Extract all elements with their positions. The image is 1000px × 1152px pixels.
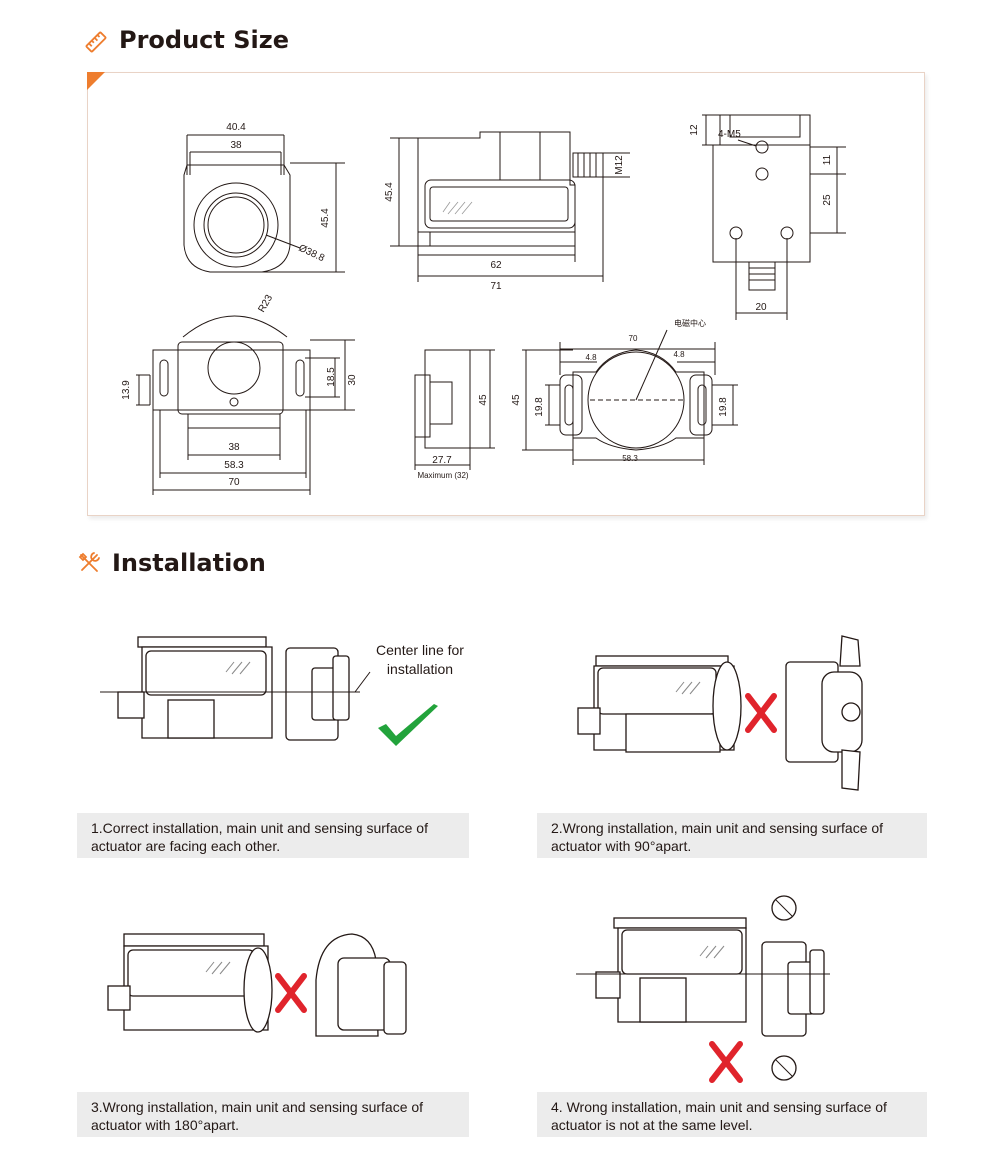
wrong-cross-icon-2 (745, 693, 777, 733)
caption-2: 2.Wrong installation, main unit and sens… (537, 813, 927, 858)
dim-actuator-radius: R23 (256, 293, 275, 315)
center-line-label-line2: installation (386, 661, 454, 677)
dim-side-thread: M12 (614, 155, 625, 175)
caption-1-line1: 1.Correct installation, main unit and se… (91, 820, 428, 836)
dim-side-body-length: 62 (490, 260, 502, 271)
dim-front-diameter: Ø38.8 (297, 243, 327, 265)
scene-3-wrong-180 (107, 933, 407, 1037)
dim-actuator-w-mid: 58.3 (224, 460, 244, 471)
dim-top-connector-width: 20 (755, 302, 767, 313)
installation-illustrations (100, 635, 863, 1083)
dim-front-width-outer: 40.4 (226, 122, 246, 133)
ruler-icon (85, 31, 107, 53)
dim-side-total-length: 71 (490, 281, 502, 292)
dim-actuator-top-left-slot: 19.8 (534, 397, 545, 417)
correct-check-icon (378, 704, 438, 746)
dim-top-holes: 4-M5 (718, 129, 741, 140)
caption-2-line1: 2.Wrong installation, main unit and sens… (551, 820, 884, 836)
dim-actuator-left-height: 13.9 (121, 380, 132, 400)
top-view-drawing (702, 114, 846, 320)
dim-top-hole-gap-small: 11 (822, 154, 833, 165)
dim-actuator-top-bottom: 58.3 (622, 454, 638, 463)
dim-actuator-side-depth: 27.7 (432, 455, 452, 466)
dim-top-offset: 12 (689, 124, 700, 136)
dim-actuator-top-left-gap: 4.8 (585, 353, 597, 362)
center-line-label: Center line for installation (366, 641, 474, 679)
dim-top-hole-gap-large: 25 (822, 194, 833, 206)
wrong-cross-icon-4 (709, 1041, 743, 1083)
dim-actuator-top-width: 70 (629, 334, 638, 343)
dim-actuator-top-center-label: 电磁中心 (674, 318, 706, 328)
caption-1-line2: actuator are facing each other. (91, 838, 281, 854)
dim-actuator-top-right-slot: 19.8 (718, 397, 729, 417)
dim-front-width-inner: 38 (230, 140, 242, 151)
side-view-drawing (390, 131, 630, 282)
actuator-top-drawing (522, 329, 738, 465)
caption-4: 4. Wrong installation, main unit and sen… (537, 1092, 927, 1137)
center-line-label-line1: Center line for (376, 642, 464, 658)
dim-actuator-w-inner: 38 (228, 442, 240, 453)
actuator-front-drawing (136, 315, 355, 495)
scene-1-correct (117, 636, 350, 741)
front-view-drawing (183, 134, 345, 273)
dim-actuator-top-height: 45 (511, 394, 522, 406)
tools-icon (78, 552, 100, 572)
caption-1: 1.Correct installation, main unit and se… (77, 813, 469, 858)
caption-3: 3.Wrong installation, main unit and sens… (77, 1092, 469, 1137)
dim-actuator-side-height: 45 (478, 394, 489, 406)
product-size-panel (87, 72, 925, 516)
scene-2-wrong-90 (577, 635, 863, 791)
dimension-drawings: 40.4 38 45.4 Ø38.8 45.4 M12 62 71 12 4-M… (121, 114, 846, 495)
installation-title: Installation (112, 549, 266, 577)
dim-front-height: 45.4 (320, 208, 331, 228)
dim-actuator-side-max: Maximum (32) (417, 471, 468, 480)
caption-4-line2: actuator is not at the same level. (551, 1117, 753, 1133)
dim-actuator-top-right-gap: 4.8 (673, 350, 685, 359)
dim-actuator-w-outer: 70 (228, 477, 240, 488)
actuator-side-drawing (414, 349, 495, 470)
caption-4-line1: 4. Wrong installation, main unit and sen… (551, 1099, 887, 1115)
panel-corner-accent (87, 72, 105, 90)
wrong-cross-icon-3 (275, 973, 307, 1013)
scene-4-wrong-level (595, 895, 825, 1081)
dim-side-height: 45.4 (384, 182, 395, 202)
product-size-title: Product Size (119, 26, 289, 54)
caption-3-line1: 3.Wrong installation, main unit and sens… (91, 1099, 424, 1115)
dim-actuator-right-inner: 18.5 (326, 367, 337, 387)
caption-3-line2: actuator with 180°apart. (91, 1117, 240, 1133)
dim-actuator-right-outer: 30 (347, 374, 358, 386)
caption-2-line2: actuator with 90°apart. (551, 838, 692, 854)
